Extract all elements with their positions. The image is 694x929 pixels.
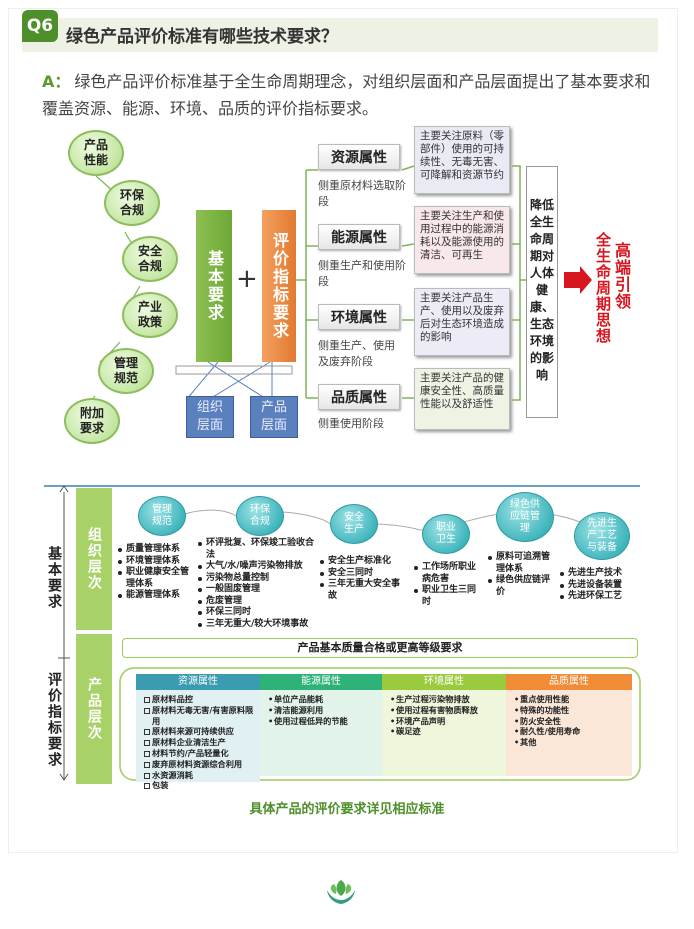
bubble-safety-compliance: 安全合规 (122, 236, 178, 282)
answer-text: A：绿色产品评价标准基于全生命周期理念，对组织层面和产品层面提出了基本要求和覆盖… (42, 68, 654, 122)
attr-energy-note: 主要关注生产和使用过程中的能源消耗以及能源使用的清洁、可再生 (414, 206, 510, 274)
evaluation-index-bar: 评价指标要求 (262, 210, 296, 362)
col-quality-head: 品质属性 (506, 674, 632, 690)
quality-baseline-bar: 产品基本质量合格或更高等级要求 (122, 638, 638, 658)
list-advanced-process: 先进生产技术先进设备装置先进环保工艺 (560, 568, 636, 603)
col-quality-body: 重点使用性能特殊的功能性防火安全性耐久性/使用寿命其他 (506, 690, 632, 776)
list-env-compliance: 环评批复、环保竣工验收合法大气/水/噪声污染物排放污染物总量控制一般固废管理危废… (198, 538, 322, 630)
question-title: 绿色产品评价标准有哪些技术要求？ (66, 27, 338, 47)
diagram2-frame (44, 485, 641, 781)
attr-quality-note: 主要关注产品的健康安全性、高质量性能以及舒适性 (414, 368, 510, 430)
bubble-environmental-compliance: 环保合规 (104, 180, 160, 226)
lifecycle-summary-box: 降低全生命周期对人体健康、生态环境的影响 (526, 166, 558, 418)
attr-resource-note: 主要关注原料（零部件）使用的可持续性、无毒无害、可降解和资源节约 (414, 126, 510, 194)
strip-org-level: 组织层次 (76, 488, 112, 630)
plus-sign: + (236, 264, 258, 294)
attr-environment-note: 主要关注产品生产、使用以及废弃后对生态环境造成的影响 (414, 288, 510, 356)
attr-environment: 环境属性 (318, 304, 400, 330)
answer-label: A： (42, 72, 71, 91)
attr-quality-sub: 侧重使用阶段 (318, 417, 384, 430)
attr-resource-sub: 侧重原材料选取阶段 (318, 179, 406, 208)
cell-supply-chain: 绿色供应链管理 (496, 492, 554, 542)
col-resource-head: 资源属性 (136, 674, 260, 690)
attr-resource: 资源属性 (318, 144, 400, 170)
list-occupational: 工作场所职业病危害职业卫生三同时 (414, 562, 480, 608)
list-safety: 安全生产标准化安全三同时三年无重大安全事故 (320, 556, 404, 602)
basic-requirements-bar: 基本要求 (196, 210, 232, 362)
lifecycle-thought-label: 全生命周期思想 (594, 232, 612, 344)
bubble-industry-policy: 产业政策 (122, 292, 178, 338)
col-resource-body: 原材料品控原材料无毒无害/有害原料限用原材料来源可持续供应原材料企业清洁生产材料… (136, 690, 260, 790)
bubble-product-performance: 产品性能 (68, 130, 124, 176)
bubble-management-norms: 管理规范 (98, 348, 154, 394)
diagram-caption: 具体产品的评价要求详见相应标准 (249, 802, 445, 817)
high-end-lead-label: 高端引领 (612, 242, 631, 310)
list-management: 质量管理体系环境管理体系职业健康安全管理体系能源管理体系 (118, 544, 196, 602)
cell-occupational: 职业卫生 (422, 514, 470, 554)
answer-body: 绿色产品评价标准基于全生命周期理念，对组织层面和产品层面提出了基本要求和覆盖资源… (42, 72, 651, 118)
label-basic-requirements: 基本要求 (46, 546, 62, 610)
leaf-hands-logo-icon (327, 880, 355, 904)
col-environment-head: 环境属性 (382, 674, 506, 690)
col-energy-body: 单位产品能耗清洁能源利用使用过程低异的节能 (260, 690, 382, 776)
col-environment-body: 生产过程污染物排放使用过程有害物质释放环境产品声明碳足迹 (382, 690, 506, 776)
cell-advanced-process: 先进生产工艺与装备 (574, 512, 630, 560)
attr-energy: 能源属性 (318, 224, 400, 250)
bubble-additional-requirements: 附加要求 (64, 398, 120, 444)
product-level-box: 产品层面 (250, 396, 298, 438)
label-evaluation-index: 评价指标要求 (46, 672, 62, 768)
col-energy-head: 能源属性 (260, 674, 382, 690)
question-badge: Q6 (22, 10, 58, 42)
cell-safety: 安全生产 (330, 504, 378, 544)
cell-management: 管理规范 (138, 496, 186, 536)
strip-product-level: 产品层次 (76, 634, 112, 784)
org-level-box: 组织层面 (186, 396, 234, 438)
attr-energy-sub: 侧重生产和使用阶段 (318, 259, 406, 288)
question-bar (22, 18, 658, 52)
attr-environment-sub: 侧重生产、使用及废弃阶段 (318, 339, 395, 368)
cell-env-compliance: 环保合规 (236, 496, 284, 536)
attr-quality: 品质属性 (318, 384, 400, 410)
list-supply-chain: 原料可追溯管理体系绿色供应链评价 (488, 552, 554, 598)
